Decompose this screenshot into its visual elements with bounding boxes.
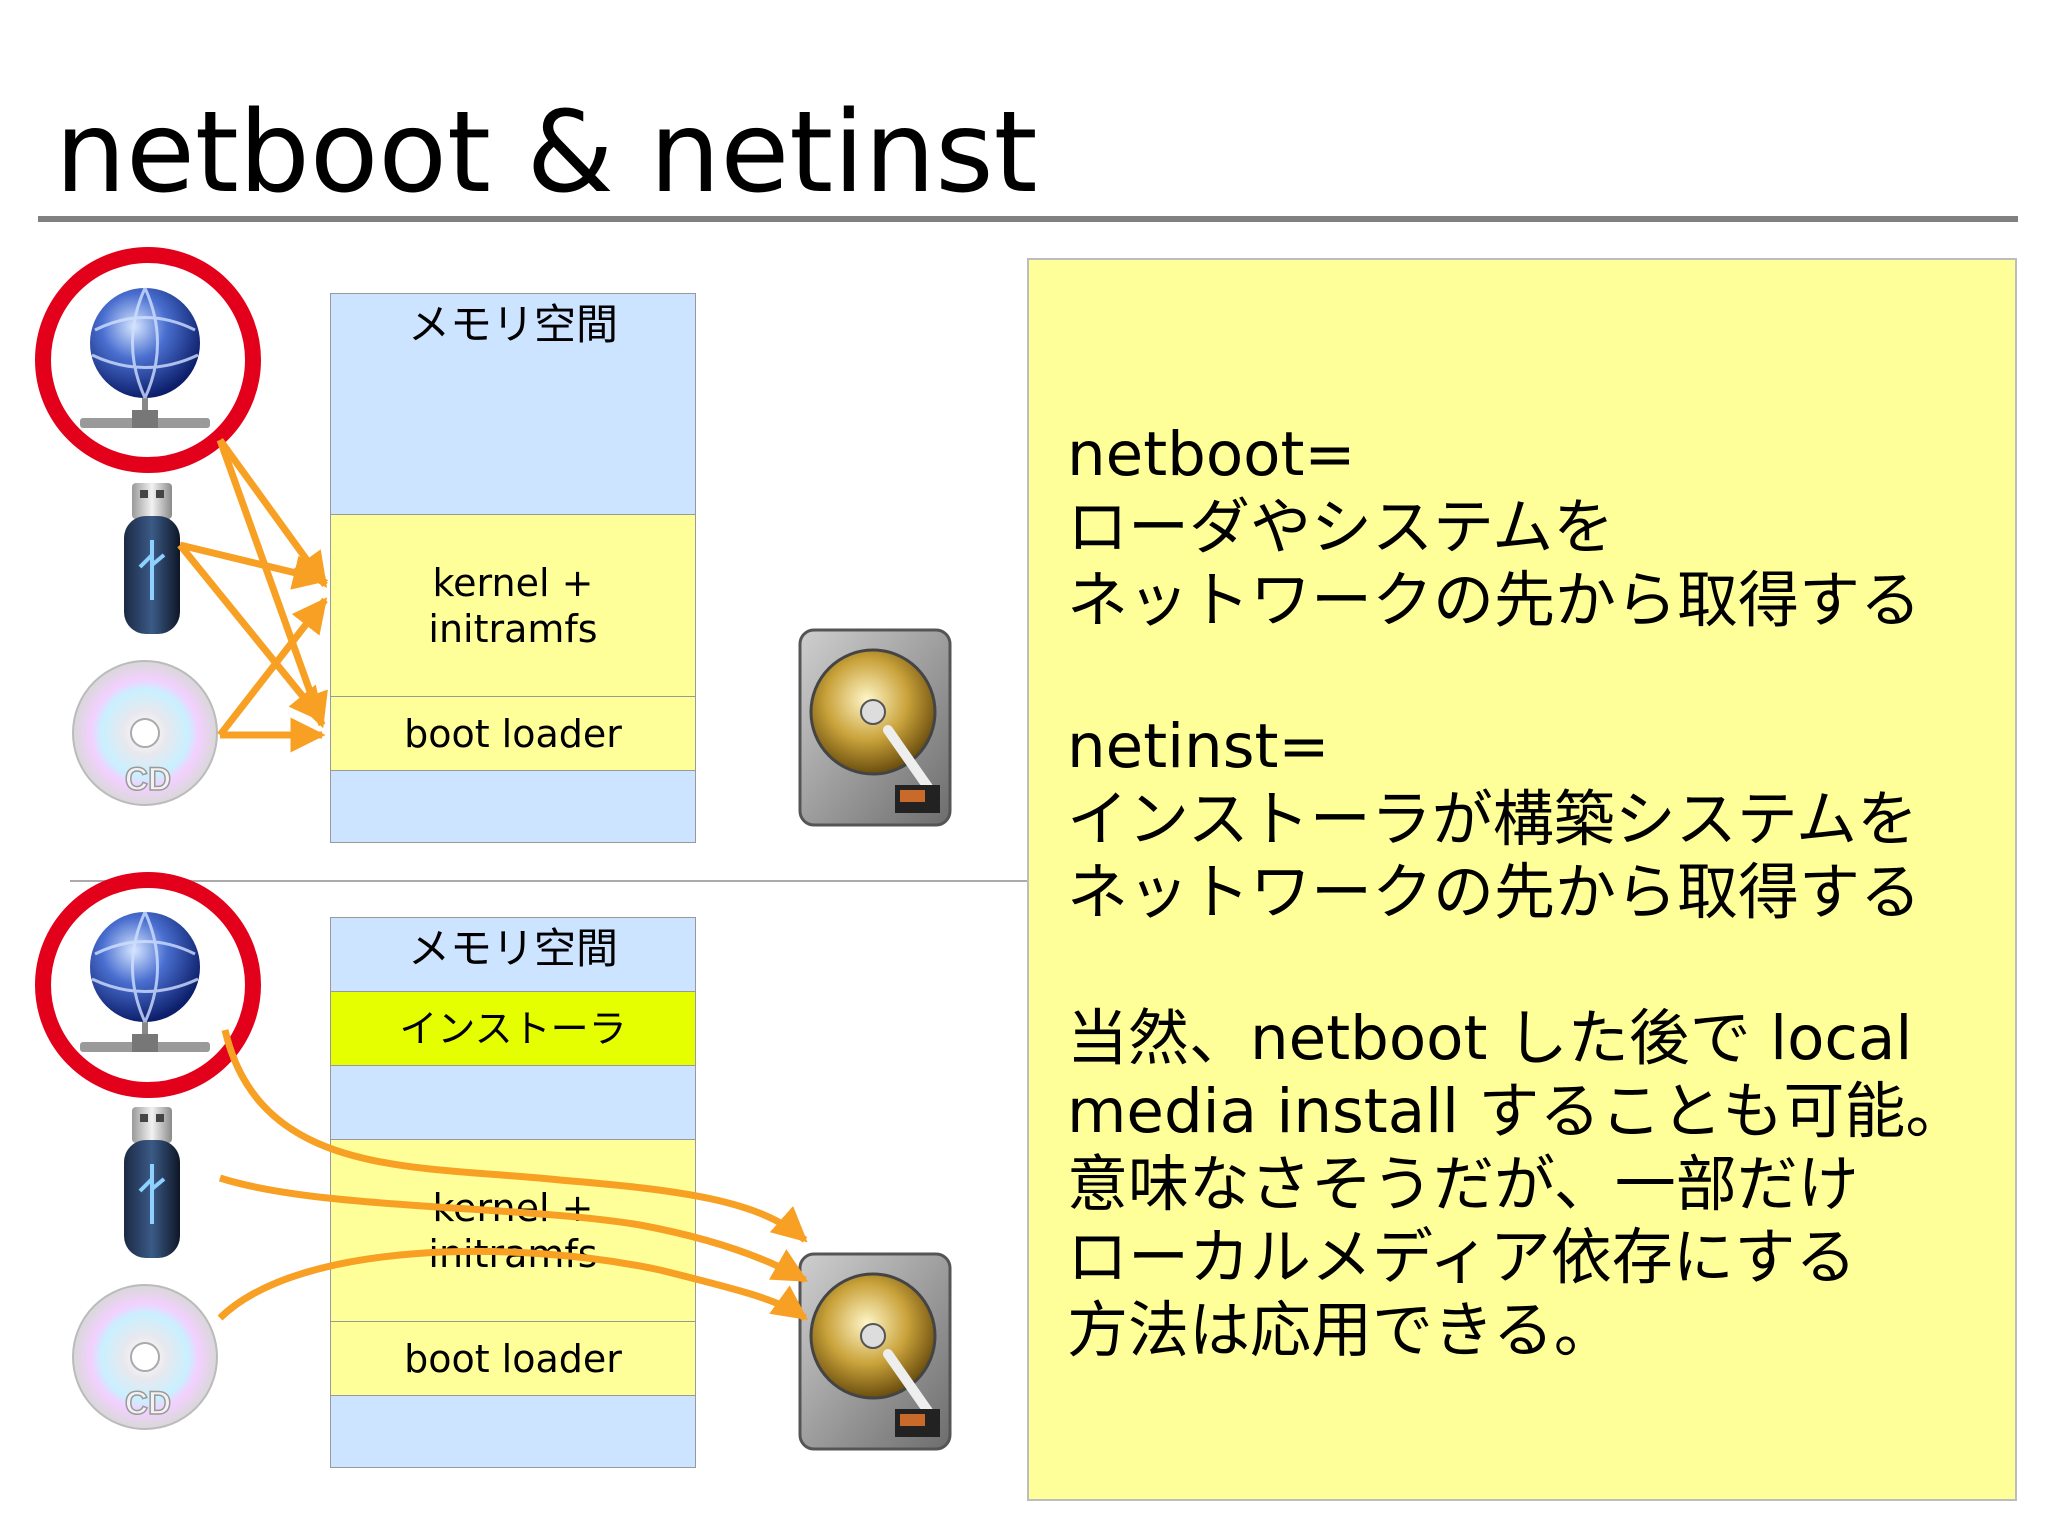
note-remark-line-2: media install することも可能。 <box>1067 1076 1967 1147</box>
note-remark-line-4: ローカルメディア依存にする <box>1067 1222 1857 1293</box>
globe-network-icon <box>80 287 210 428</box>
cd-disc-icon: CD <box>72 660 218 806</box>
top-memory-map: メモリ空間 kernel + initramfs boot loader <box>330 293 696 843</box>
cd-label: CD <box>125 1385 171 1421</box>
bottom-highlight-ring <box>35 872 261 1098</box>
bottom-memory-free-2 <box>331 1395 695 1467</box>
top-network-source <box>35 247 261 473</box>
top-highlight-ring <box>35 247 261 473</box>
note-netboot-term: netboot= <box>1067 419 1356 490</box>
explanation-note: netboot= ローダやシステムを ネットワークの先から取得する netins… <box>1027 258 2017 1501</box>
note-remark-line-1: 当然、netboot した後で local <box>1067 1003 1913 1074</box>
note-netboot-line-2: ネットワークの先から取得する <box>1067 565 1922 636</box>
cd-disc-icon: CD <box>72 1284 218 1430</box>
globe-network-icon <box>80 911 210 1052</box>
title-underline <box>38 216 2018 222</box>
bottom-memory-kernel: kernel + initramfs <box>331 1139 695 1321</box>
usb-drive-icon <box>124 1107 180 1258</box>
note-remark-line-5: 方法は応用できる。 <box>1067 1295 1615 1366</box>
top-memory-bootloader: boot loader <box>331 696 695 770</box>
top-memory-header: メモリ空間 <box>331 294 695 514</box>
bottom-memory-map: メモリ空間 インストーラ kernel + initramfs boot loa… <box>330 917 696 1468</box>
bottom-memory-bootloader: boot loader <box>331 1321 695 1395</box>
bottom-memory-installer: インストーラ <box>331 991 695 1065</box>
bottom-memory-header: メモリ空間 <box>331 918 695 991</box>
bottom-memory-free-1 <box>331 1065 695 1139</box>
usb-drive-icon <box>124 483 180 634</box>
bottom-hard-disk-icon <box>798 1252 952 1451</box>
note-remark-line-3: 意味なさそうだが、一部だけ <box>1067 1149 1859 1220</box>
top-memory-free <box>331 770 695 842</box>
slide-title: netboot & netinst <box>55 88 1038 218</box>
note-netinst-term: netinst= <box>1067 711 1330 782</box>
top-memory-kernel: kernel + initramfs <box>331 514 695 696</box>
diagram-divider <box>70 880 1030 882</box>
note-netinst-line-1: インストーラが構築システムを <box>1067 784 1918 855</box>
top-load-arrows <box>177 437 329 753</box>
cd-label: CD <box>125 761 171 797</box>
note-netboot-line-1: ローダやシステムを <box>1067 492 1615 563</box>
top-hard-disk-icon <box>798 628 952 827</box>
bottom-network-source <box>35 872 261 1098</box>
note-netinst-line-2: ネットワークの先から取得する <box>1067 857 1922 928</box>
bottom-install-arrows <box>217 1029 809 1321</box>
